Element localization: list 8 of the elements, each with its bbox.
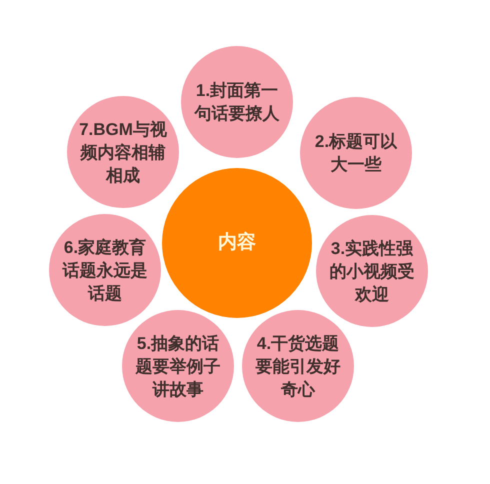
topic-label: 7.BGM与视频内容相辅相成 bbox=[78, 118, 168, 186]
topic-label: 5.抽象的话题要举例子讲故事 bbox=[134, 332, 222, 400]
topic-label: 4.干货选题要能引发好奇心 bbox=[254, 332, 342, 400]
topic-label: 6.家庭教育话题永远是话题 bbox=[61, 236, 148, 304]
center-label: 内容 bbox=[218, 230, 256, 255]
topic-label: 3.实践性强的小视频受欢迎 bbox=[328, 238, 416, 306]
topic-label: 2.标题可以大一些 bbox=[314, 131, 398, 176]
topic-label: 1.封面第一句话要撩人 bbox=[193, 80, 280, 125]
